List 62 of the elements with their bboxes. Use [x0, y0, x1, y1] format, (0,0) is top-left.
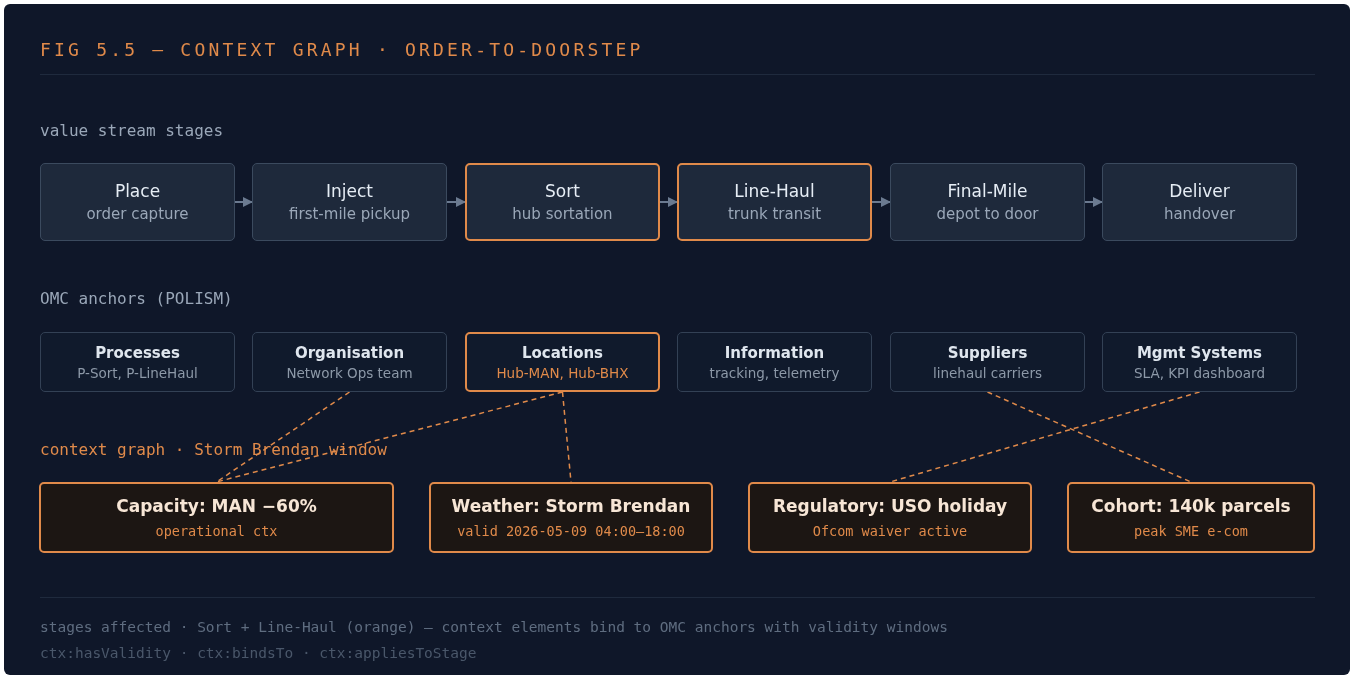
anchor-box — [465, 332, 660, 392]
node-title: Organisation — [294, 343, 405, 362]
arrow — [446, 197, 466, 207]
dashed-connector — [889, 391, 1201, 483]
section-heading: OMC anchors (POLISM) — [40, 289, 233, 308]
section-heading: value stream stages — [40, 121, 224, 140]
node-subtitle: depot to door — [936, 205, 1039, 223]
context-box — [39, 482, 394, 553]
anchor-box — [890, 332, 1085, 392]
arrow — [659, 197, 678, 207]
node-subtitle: Hub-MAN, Hub-BHX — [496, 364, 629, 381]
node-subtitle: trunk transit — [727, 205, 822, 223]
node-title: Inject — [326, 181, 373, 201]
node-title: Final-Mile — [947, 181, 1028, 201]
node-title: Processes — [95, 343, 180, 362]
node-subtitle: peak SME e-com — [1134, 523, 1248, 539]
context-box — [429, 482, 713, 553]
node-subtitle: SLA, KPI dashboard — [1134, 364, 1265, 381]
node-title: Line-Haul — [734, 181, 815, 201]
dashed-connector — [215, 391, 564, 483]
anchor-box — [677, 332, 872, 392]
context-box — [748, 482, 1032, 553]
stage-box — [1102, 163, 1297, 241]
anchor-box — [1102, 332, 1297, 392]
node-title: Place — [114, 181, 161, 201]
node-title: Sort — [545, 181, 580, 201]
node-title: Deliver — [1169, 181, 1230, 201]
footnote: stages affected · Sort + Line-Haul (orange) — context elements bind to OMC anchors with validity windows — [40, 619, 948, 635]
node-subtitle: Ofcom waiver active — [812, 523, 968, 539]
node-subtitle: first-mile pickup — [289, 205, 410, 223]
node-subtitle: P-Sort, P-LineHaul — [77, 364, 198, 381]
anchor-box — [40, 332, 235, 392]
stage-box — [890, 163, 1085, 241]
node-title: Information — [724, 343, 825, 362]
node-title: Weather: Storm Brendan — [451, 496, 691, 516]
node-subtitle: operational ctx — [155, 523, 278, 539]
node-subtitle: handover — [1163, 205, 1236, 223]
node-title: Suppliers — [947, 343, 1028, 362]
arrow — [871, 197, 891, 207]
figure-title: FIG 5.5 — CONTEXT GRAPH · ORDER-TO-DOORSTEP — [40, 39, 644, 60]
stage-box — [465, 163, 660, 241]
stage-box — [252, 163, 447, 241]
dashed-connector — [986, 391, 1192, 483]
node-subtitle: valid 2026-05-09 04:00–18:00 — [457, 523, 685, 539]
node-subtitle: Network Ops team — [286, 364, 413, 381]
node-subtitle: tracking, telemetry — [709, 364, 840, 381]
node-title: Regulatory: USO holiday — [772, 496, 1008, 516]
node-title: Mgmt Systems — [1136, 343, 1263, 362]
node-title: Capacity: MAN −60% — [116, 496, 317, 516]
stage-box — [677, 163, 872, 241]
node-title: Cohort: 140k parcels — [1091, 496, 1291, 516]
section-heading: context graph · Storm Brendan window — [40, 440, 387, 459]
anchor-box — [252, 332, 447, 392]
footnote: ctx:hasValidity · ctx:bindsTo · ctx:appliesToStage — [40, 645, 477, 661]
node-subtitle: linehaul carriers — [933, 364, 1042, 381]
arrow — [1084, 197, 1103, 207]
node-subtitle: order capture — [86, 205, 189, 223]
node-subtitle: hub sortation — [512, 205, 613, 223]
context-box — [1067, 482, 1315, 553]
arrow — [234, 197, 253, 207]
stage-box — [40, 163, 235, 241]
node-title: Locations — [521, 343, 604, 362]
